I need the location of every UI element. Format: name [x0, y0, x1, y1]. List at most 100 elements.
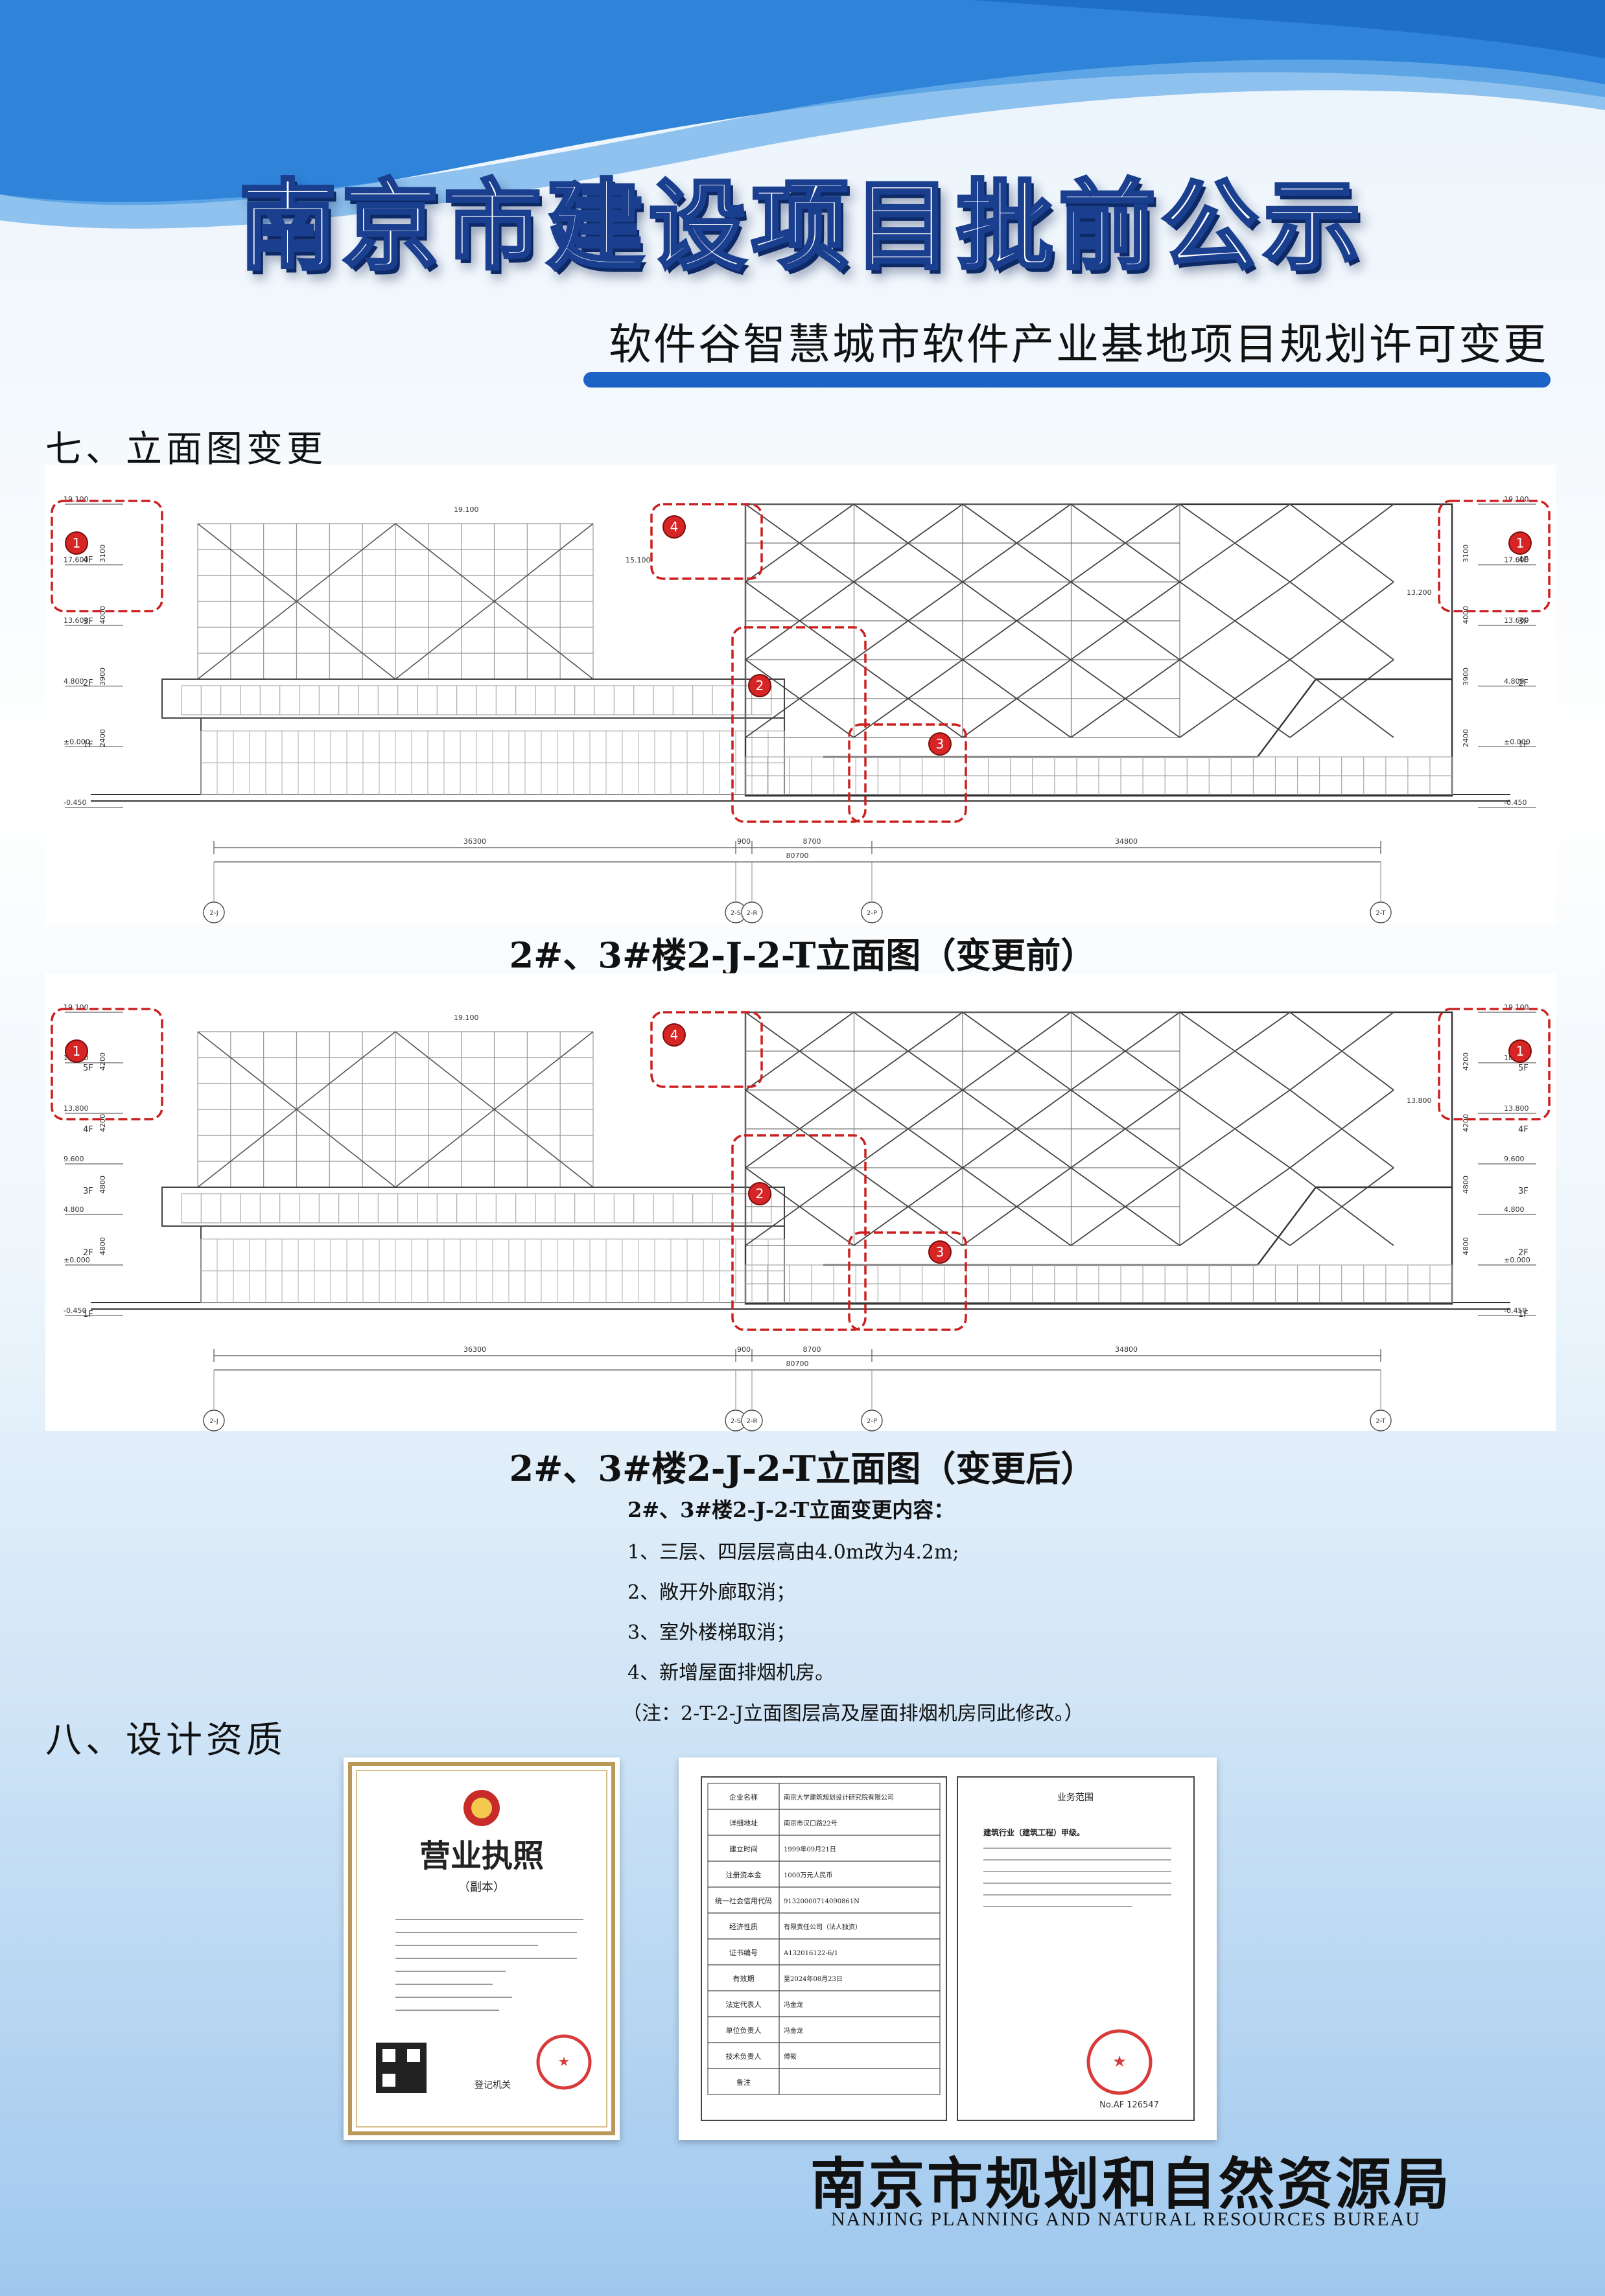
- revision-cloud: [731, 1134, 867, 1331]
- revision-marker: [65, 531, 88, 555]
- qualification-field-label: 单位负责人: [726, 2026, 762, 2035]
- elevation-label: ±0.000: [1504, 1256, 1530, 1264]
- section-heading-elevation: 七、立面图变更: [45, 428, 327, 470]
- axis-bubble: [203, 901, 225, 923]
- qualification-field-label: 证书编号: [729, 1948, 758, 1957]
- certificate-number: No.AF 126547: [1099, 2100, 1159, 2110]
- floor-label: 1F: [83, 1310, 93, 1319]
- floor-label: 2F: [1518, 1248, 1529, 1258]
- span-dimension: 900: [737, 1345, 751, 1354]
- elevation-label: 9.600: [64, 1155, 84, 1163]
- axis-bubble: [741, 1409, 763, 1432]
- floor-label: 3F: [1518, 617, 1529, 627]
- height-dimension: 4000: [99, 606, 107, 624]
- elevation-label: 4.800: [64, 677, 84, 686]
- total-dimension: 80700: [786, 1360, 809, 1368]
- qualification-field-value: 有限责任公司（法人独资）: [784, 1923, 861, 1931]
- height-dimension: 3900: [1462, 667, 1470, 686]
- qualification-field-label: 企业名称: [729, 1792, 758, 1802]
- revision-cloud: [848, 723, 967, 823]
- scope-title: 业务范围: [1057, 1792, 1094, 1803]
- height-dimension: 3100: [1462, 544, 1470, 562]
- floor-label: 1F: [1518, 1310, 1529, 1319]
- floor-label: 2F: [1518, 678, 1529, 688]
- agency-name: 南京市规划和自然资源局: [810, 2151, 1452, 2217]
- elevation-label: 17.600: [1504, 556, 1529, 564]
- axis-label: 2-J: [209, 1418, 218, 1425]
- height-dimension: 4800: [1462, 1176, 1470, 1194]
- axis-bubble: [1370, 901, 1392, 923]
- elevation-label: 13.800: [64, 1104, 89, 1113]
- height-dimension: 4200: [99, 1052, 107, 1071]
- axis-label: 2-S: [731, 1418, 741, 1425]
- height-dimension: 4200: [99, 1114, 107, 1132]
- revision-marker: [65, 1039, 88, 1063]
- floor-label: 2F: [83, 1248, 93, 1258]
- axis-label: 2-T: [1376, 910, 1386, 917]
- elevation-label: 4.800: [64, 1205, 84, 1214]
- axis-bubble: [861, 1409, 883, 1432]
- elevation-label: -0.450: [64, 1306, 86, 1315]
- drawing-caption-after: 2#、3#楼2-J-2-T立面图（变更后）: [509, 1448, 1096, 1489]
- change-list-title: 2#、3#楼2-J-2-T立面变更内容：: [627, 1498, 955, 1522]
- height-dimension: 3100: [99, 544, 107, 562]
- elevation-label: -0.450: [1504, 1306, 1527, 1315]
- height-dimension: 4200: [1462, 1114, 1470, 1132]
- height-dimension: 4800: [99, 1237, 107, 1255]
- qualification-field-label: 统一社会信用代码: [715, 1896, 772, 1905]
- floor-label: 1F: [83, 740, 93, 750]
- height-dimension: 2400: [99, 729, 107, 747]
- qualification-field-value: 南京市汉口路22号: [784, 1819, 838, 1827]
- elevation-svg-after: 19.10019.10018.00018.00013.80013.8009.60…: [51, 1003, 1551, 1432]
- right-elevation-label: 13.800: [1407, 1096, 1432, 1105]
- right-elevation-label: 13.200: [1407, 588, 1432, 597]
- revision-cloud: [848, 1231, 967, 1331]
- red-seal-icon: [536, 2034, 592, 2090]
- section-heading-qualification: 八、设计资质: [45, 1719, 287, 1761]
- agency-name-english: NANJING PLANNING AND NATURAL RESOURCES B…: [831, 2209, 1421, 2230]
- qualification-field-label: 详细地址: [729, 1818, 758, 1827]
- drawing-caption-before: 2#、3#楼2-J-2-T立面图（变更前）: [509, 934, 1096, 976]
- scope-head: 建筑行业（建筑工程）甲级。: [983, 1827, 1084, 1837]
- axis-label: 2-S: [731, 910, 741, 917]
- qualification-field-value: 冯金龙: [784, 2000, 803, 2009]
- change-list: 2#、3#楼2-J-2-T立面变更内容： 1、三层、四层层高由4.0m改为4.2…: [622, 1494, 1535, 1735]
- qualification-field-label: 备注: [736, 2078, 751, 2087]
- axis-label: 2-R: [747, 910, 758, 917]
- elevation-drawing-after: 19.10019.10018.00018.00013.80013.8009.60…: [45, 973, 1556, 1432]
- revision-marker-label: 2: [756, 1186, 764, 1201]
- floor-label: 4F: [1518, 1125, 1529, 1135]
- elevation-label: 9.600: [1504, 1155, 1525, 1163]
- revision-cloud: [1438, 1008, 1551, 1120]
- height-dimension: 4000: [1462, 606, 1470, 624]
- change-item: 2、敞开外廊取消；: [627, 1581, 796, 1604]
- axis-label: 2-T: [1376, 1418, 1386, 1425]
- revision-marker: [1508, 1039, 1532, 1063]
- axis-label: 2-J: [209, 910, 218, 917]
- svg-text:★: ★: [1112, 2052, 1127, 2070]
- span-dimension: 34800: [1115, 1345, 1138, 1354]
- svg-text:★: ★: [558, 2054, 570, 2069]
- change-item: 1、三层、四层层高由4.0m改为4.2m;: [627, 1541, 959, 1564]
- revision-marker-label: 1: [1516, 535, 1525, 551]
- roof-elevation-label: 19.100: [454, 1014, 479, 1022]
- qualification-field-value: 傅筱: [784, 2052, 797, 2061]
- floor-label: 4F: [83, 555, 93, 565]
- change-item: 4、新增屋面排烟机房。: [627, 1662, 835, 1684]
- total-dimension: 80700: [786, 852, 809, 860]
- revision-marker-label: 3: [936, 736, 944, 752]
- floor-label: 2F: [83, 678, 93, 688]
- qualification-field-value: A132016122-6/1: [783, 1950, 838, 1957]
- revision-marker-label: 1: [1516, 1043, 1525, 1059]
- revision-marker: [662, 515, 686, 539]
- revision-marker-label: 1: [73, 1043, 81, 1059]
- elevation-label: 13.800: [1504, 1104, 1529, 1113]
- mid-elevation-label: 15.100: [626, 556, 651, 564]
- elevation-label: 19.100: [64, 1003, 89, 1012]
- elevation-label: 13.600: [1504, 616, 1529, 625]
- elevation-label: 4.800: [1504, 1205, 1525, 1214]
- elevation-label: 13.600: [64, 616, 89, 625]
- qualification-field-value: 至2024年08月23日: [784, 1975, 843, 1983]
- revision-marker-label: 2: [756, 678, 764, 693]
